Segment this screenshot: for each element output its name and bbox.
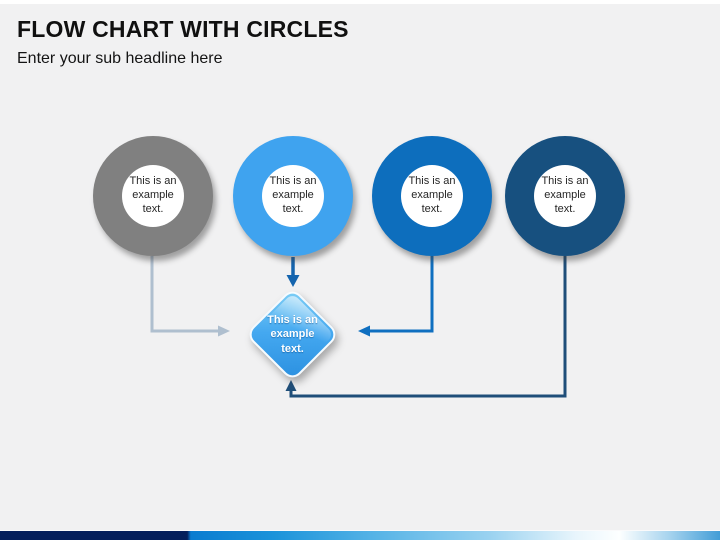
flow-diamond-text-span: This is an example text. (267, 314, 318, 355)
flow-circle-light-blue-text: This is an example text. (269, 175, 317, 215)
page-title: FLOW CHART WITH CIRCLES (17, 16, 349, 42)
connector-gray-elbow-right (150, 256, 230, 337)
flow-diamond-text: This is an example text. (259, 301, 326, 368)
flow-circle-gray-inner: This is an example text. (122, 165, 184, 227)
flow-circle-dark-blue-inner: This is an example text. (534, 165, 596, 227)
flow-circle-light-blue-inner: This is an example text. (262, 165, 324, 227)
flow-diamond: This is an example text. (245, 287, 340, 382)
connector-down-arrow (286, 257, 300, 287)
page-subtitle: Enter your sub headline here (17, 50, 223, 67)
flow-circle-medium-blue: This is an example text. (372, 136, 492, 256)
connector-elbow-left-arrow (358, 256, 434, 337)
footer-gradient-bar (0, 531, 720, 540)
flow-circle-light-blue: This is an example text. (233, 136, 353, 256)
flow-circle-dark-blue: This is an example text. (505, 136, 625, 256)
flow-circle-dark-blue-text: This is an example text. (541, 175, 589, 215)
flow-circle-gray-text: This is an example text. (129, 175, 177, 215)
flow-circle-gray: This is an example text. (93, 136, 213, 256)
flow-circle-medium-blue-text: This is an example text. (408, 175, 456, 215)
connector-layer (150, 256, 567, 398)
flow-circle-medium-blue-inner: This is an example text. (401, 165, 463, 227)
footer-edge-line (0, 530, 720, 531)
connector-elbow-up-arrow (285, 256, 567, 398)
